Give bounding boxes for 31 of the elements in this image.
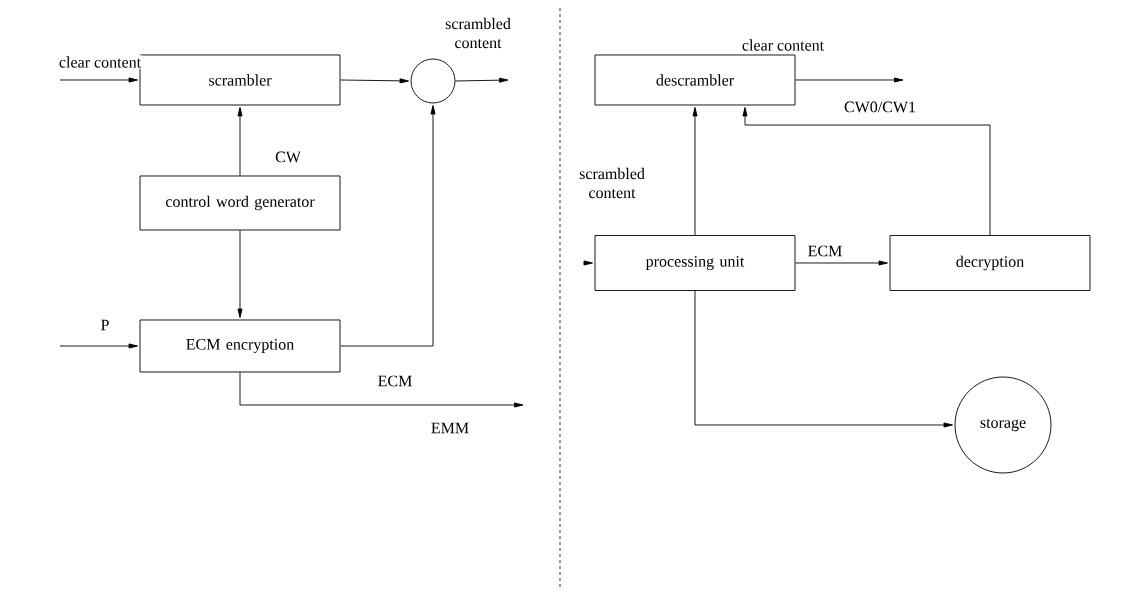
edge-label: ECM [806, 244, 844, 258]
arrow [237, 230, 243, 318]
arrow [795, 260, 888, 266]
arrow [59, 343, 138, 349]
arrow [340, 105, 436, 347]
arrow [795, 77, 904, 83]
edge-label: CW0/CW1 [843, 100, 917, 114]
edge-label: ECM [376, 374, 414, 388]
arrow [742, 107, 991, 236]
process-box: control word generator [139, 175, 341, 231]
edge-label: P [99, 318, 111, 332]
process-box: decryption [889, 235, 1091, 291]
circle-node [410, 58, 456, 104]
process-box: processing unit [594, 235, 796, 291]
arrow [455, 77, 509, 83]
arrow [692, 107, 698, 236]
circle-node: storage [954, 376, 1052, 474]
edge-label: scrambled content [437, 16, 519, 50]
process-box: ECM encryption [139, 319, 341, 373]
arrow [340, 78, 409, 84]
arrow [583, 260, 593, 266]
edge-label: clear content [57, 55, 143, 69]
process-box: descrambler [594, 54, 796, 106]
edge-label: CW [274, 150, 302, 164]
edge-label: scrambled content [571, 166, 653, 200]
arrow [59, 77, 138, 83]
edge-label: EMM [429, 421, 471, 435]
arrow [239, 372, 524, 408]
arrow [694, 290, 953, 428]
arrow [237, 107, 243, 176]
edge-label: clear content [740, 38, 826, 52]
